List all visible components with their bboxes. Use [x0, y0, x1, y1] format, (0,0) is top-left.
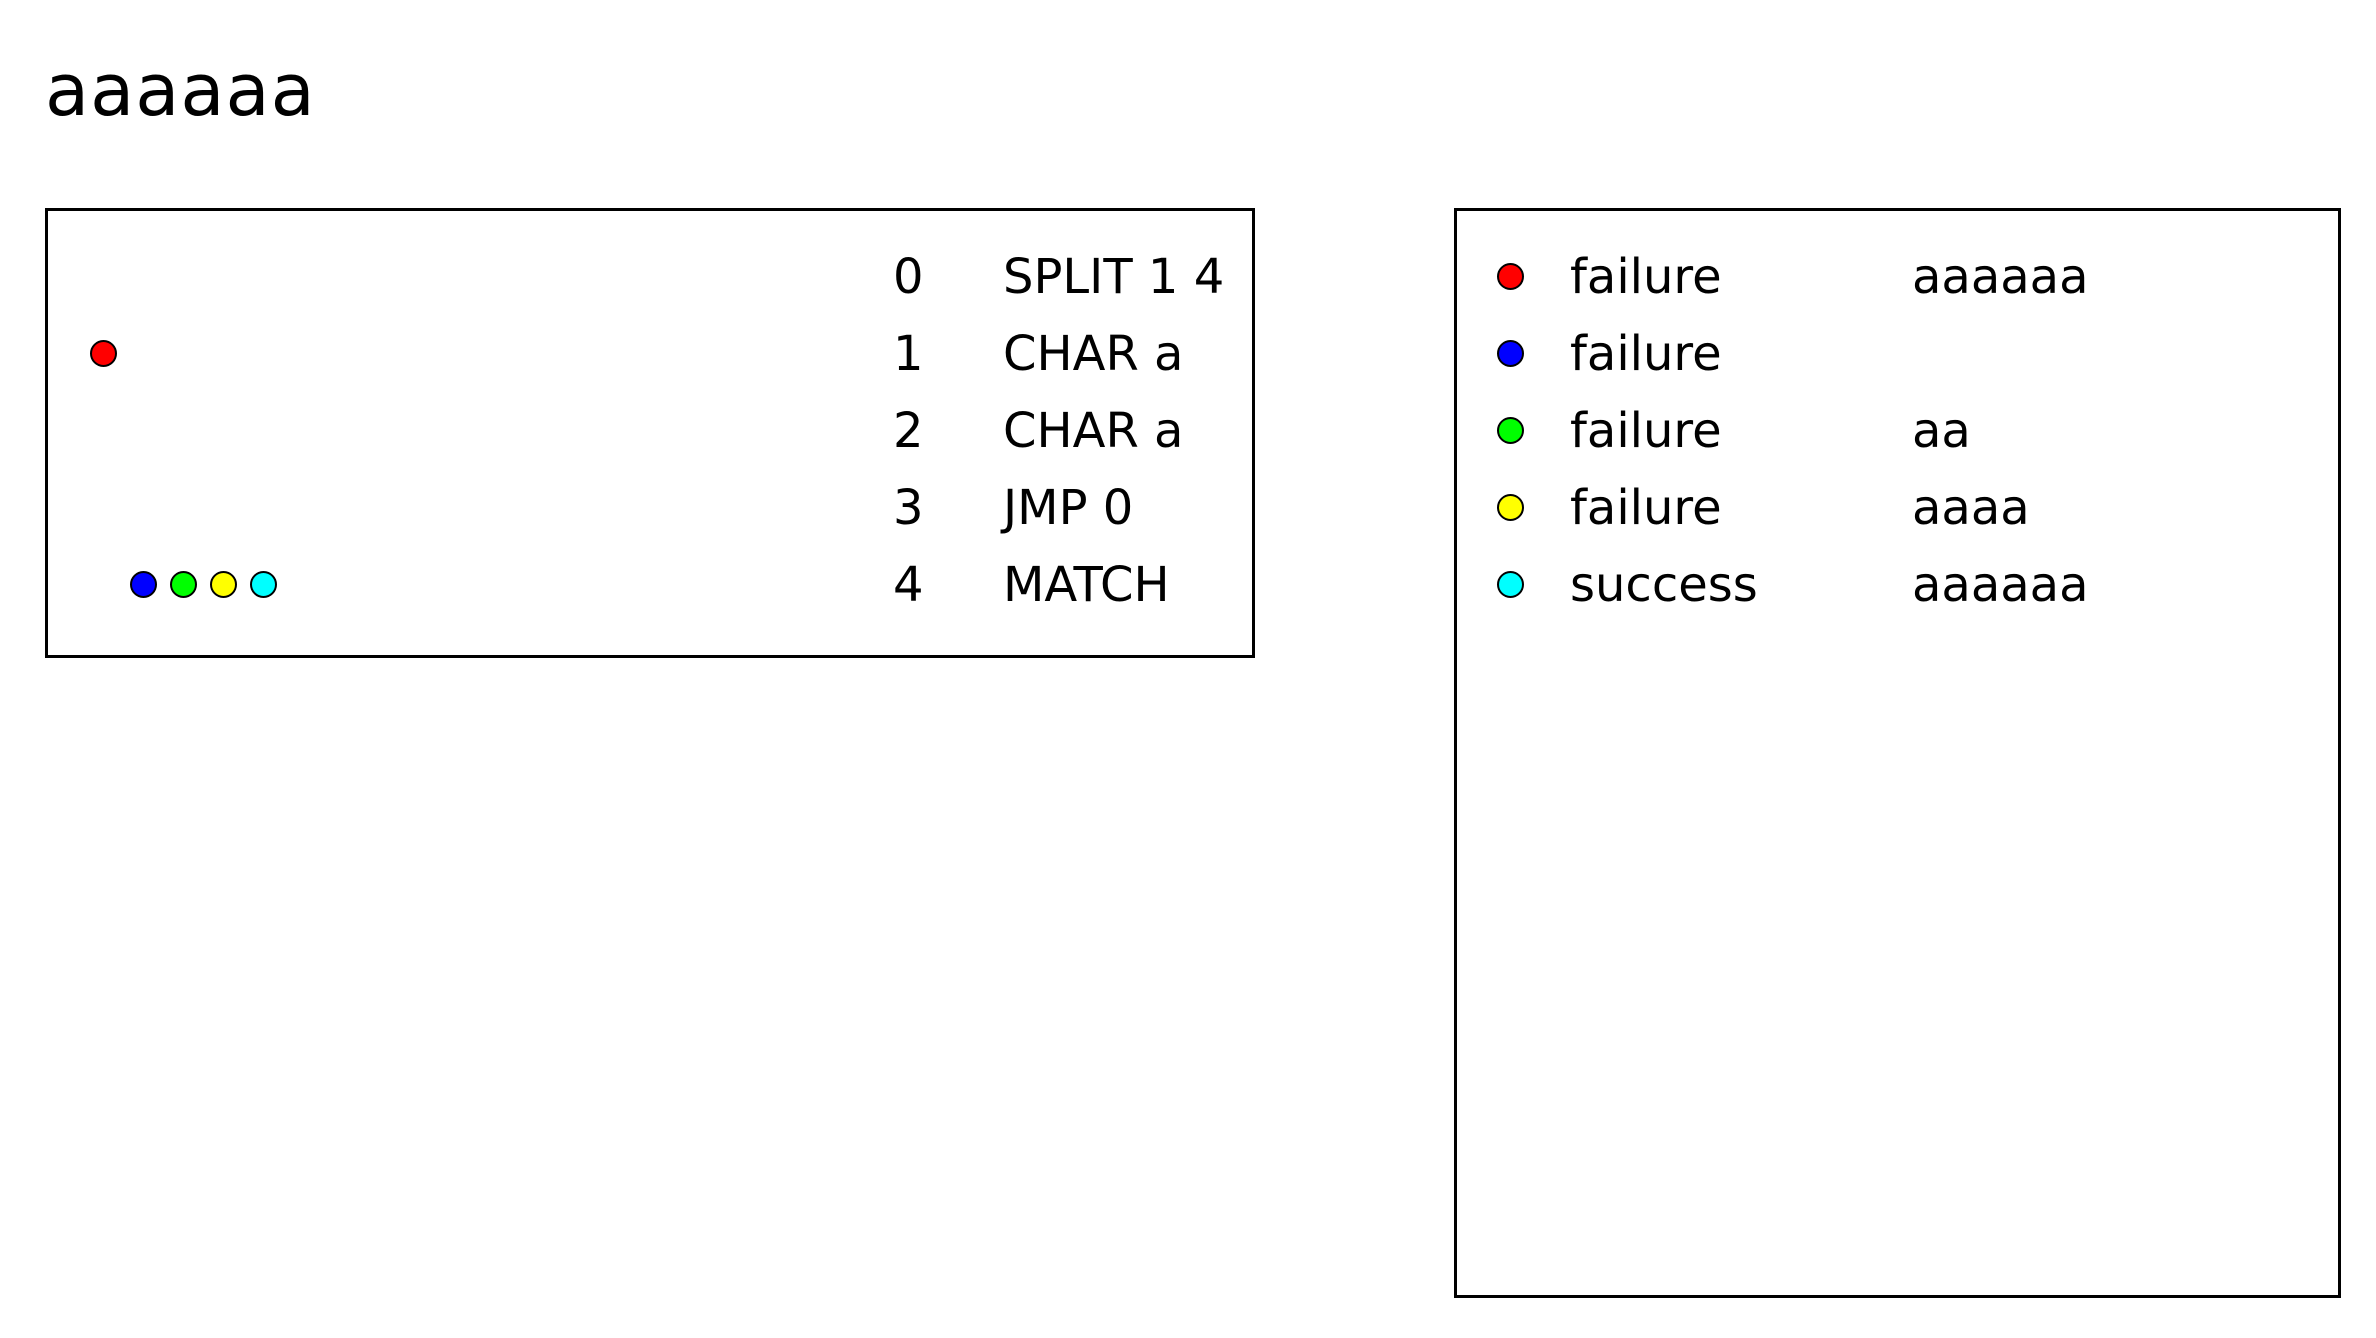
thread-color-dot	[1497, 417, 1524, 444]
thread-status: failure	[1570, 480, 1722, 536]
instruction-op: CHAR a	[1003, 403, 1184, 459]
thread-color-dot	[1497, 494, 1524, 521]
thread-matched-text: aaaaaa	[1912, 249, 2089, 305]
thread-color-dot	[1497, 263, 1524, 290]
thread-status: failure	[1570, 326, 1722, 382]
instruction-index: 4	[893, 557, 924, 613]
thread-color-dot	[1497, 571, 1524, 598]
thread-row-4: success aaaaaa	[1457, 547, 2338, 624]
thread-matched-text: aa	[1912, 403, 1971, 459]
instruction-row-4: 4 MATCH	[48, 547, 1252, 624]
thread-marker-red	[90, 340, 117, 367]
thread-row-3: failure aaaa	[1457, 470, 2338, 547]
thread-row-2: failure aa	[1457, 393, 2338, 470]
instruction-index: 3	[893, 480, 924, 536]
instruction-index: 1	[893, 326, 924, 382]
instruction-row-3: 3 JMP 0	[48, 470, 1252, 547]
thread-matched-text: aaaa	[1912, 480, 2030, 536]
instruction-row-0: 0 SPLIT 1 4	[48, 239, 1252, 316]
thread-status: success	[1570, 557, 1758, 613]
thread-marker-blue	[130, 571, 157, 598]
program-panel: 0 SPLIT 1 4 1 CHAR a 2 CHAR a 3 JMP 0 4 …	[45, 208, 1255, 658]
instruction-op: JMP 0	[1003, 480, 1134, 536]
thread-status: failure	[1570, 249, 1722, 305]
instruction-op: MATCH	[1003, 557, 1170, 613]
input-string-title: aaaaaa	[45, 48, 316, 132]
thread-marker-cyan	[250, 571, 277, 598]
instruction-row-2: 2 CHAR a	[48, 393, 1252, 470]
instruction-index: 0	[893, 249, 924, 305]
thread-marker-green	[170, 571, 197, 598]
thread-status: failure	[1570, 403, 1722, 459]
thread-matched-text: aaaaaa	[1912, 557, 2089, 613]
instruction-op: SPLIT 1 4	[1003, 249, 1225, 305]
thread-row-1: failure	[1457, 316, 2338, 393]
instruction-row-1: 1 CHAR a	[48, 316, 1252, 393]
thread-row-0: failure aaaaaa	[1457, 239, 2338, 316]
instruction-op: CHAR a	[1003, 326, 1184, 382]
thread-marker-yellow	[210, 571, 237, 598]
threads-panel: failure aaaaaa failure failure aa failur…	[1454, 208, 2341, 1298]
instruction-index: 2	[893, 403, 924, 459]
thread-color-dot	[1497, 340, 1524, 367]
